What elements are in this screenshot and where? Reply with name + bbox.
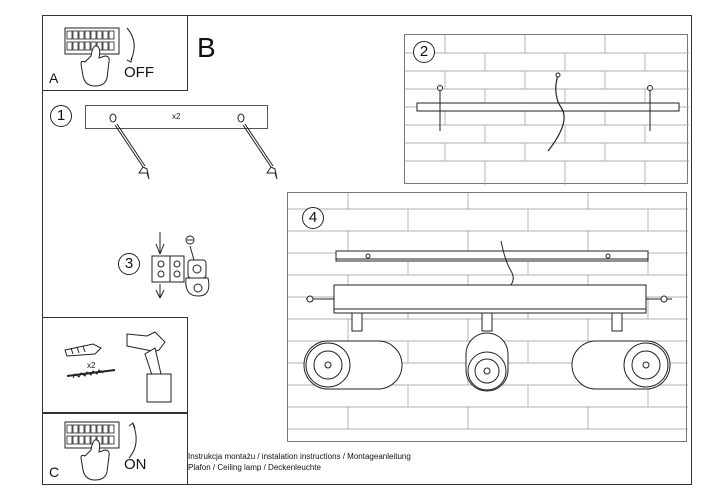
spot-left — [303, 312, 403, 390]
step4-brick-wall — [288, 193, 688, 430]
panel-b-letter: B — [197, 32, 216, 63]
spot-middle — [465, 312, 509, 392]
step4-number: 4 — [302, 207, 324, 229]
supply-wire — [500, 240, 514, 290]
panel-a-letter: A — [49, 70, 59, 86]
caption-line-2: Plafon / Ceiling lamp / Deckenleuchte — [188, 463, 321, 472]
on-label: ON — [124, 456, 147, 473]
drill-illustration — [64, 331, 172, 403]
spot-right — [571, 312, 671, 390]
caption-line-1: Instrukcja montażu / instalation instruc… — [188, 452, 411, 461]
wiring-connector-illustration — [151, 232, 210, 299]
panel-c-letter: C — [49, 464, 60, 480]
step2-panel: 2 — [404, 34, 689, 185]
step3-number: 3 — [118, 253, 140, 275]
breaker-off-illustration — [64, 27, 135, 87]
ceiling-plate — [335, 250, 649, 262]
step1-number: 1 — [50, 105, 72, 127]
drill-quantity: x2 — [87, 361, 96, 370]
step2-number: 2 — [413, 41, 435, 63]
drill-panel: x2 — [42, 317, 188, 413]
step2-brick-wall — [405, 35, 689, 185]
lamp-base — [306, 284, 672, 314]
step1-quantity: x2 — [172, 112, 181, 121]
panel-a: A OFF — [42, 15, 188, 91]
panel-c: C ON — [42, 413, 188, 485]
screw-anchor-illustration — [109, 113, 278, 180]
page-frame — [42, 15, 692, 485]
off-label: OFF — [124, 64, 154, 81]
breaker-on-illustration — [64, 421, 137, 481]
step4-panel: 4 — [287, 192, 688, 442]
